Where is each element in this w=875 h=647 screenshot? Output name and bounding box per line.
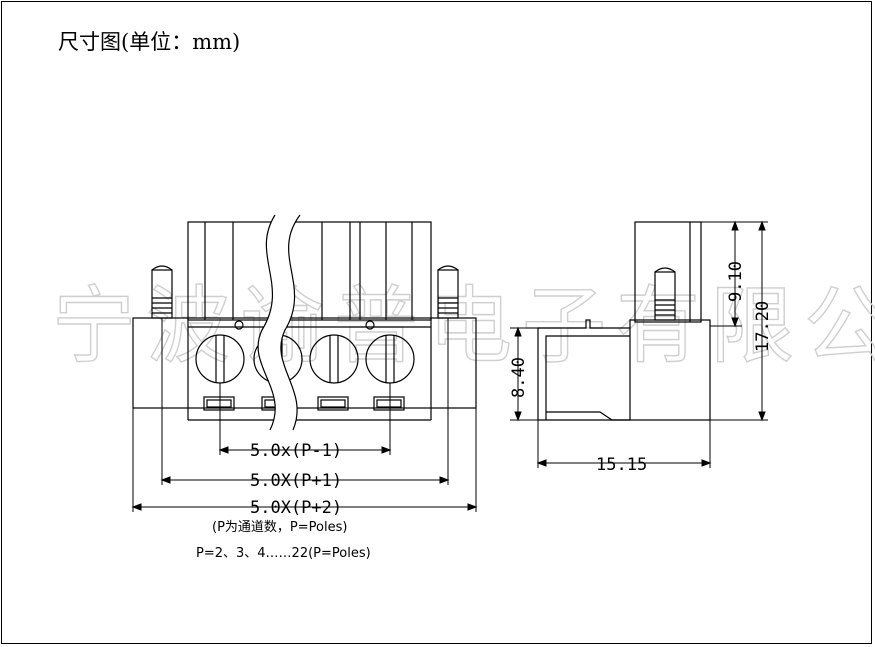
side-dimensions <box>510 220 768 468</box>
side-plug <box>634 221 702 323</box>
watermark-text: 宁波谕普电子有限公司 <box>52 277 875 375</box>
dim-plug-height: 9.10 <box>726 261 746 302</box>
front-dimensions <box>131 318 478 512</box>
dim-pitch-inner: 5.0x(P-1) <box>250 441 342 461</box>
wire-slot-1 <box>203 396 235 411</box>
poles-note: (P为通道数，P=Poles) <box>212 520 347 535</box>
wire-slot-4 <box>373 396 405 411</box>
drawing-title: 尺寸图(单位：mm) <box>58 30 241 54</box>
wire-slot-3 <box>317 396 349 411</box>
break-gap <box>258 215 300 430</box>
dim-pitch-mid: 5.0X(P+1) <box>250 471 342 491</box>
dim-depth: 15.15 <box>596 455 647 475</box>
dim-total-height: 17.20 <box>753 301 773 352</box>
poles-range-note: P=2、3、4……22(P=Poles) <box>196 546 371 561</box>
plug-body <box>187 221 432 321</box>
break-line-left <box>257 214 276 431</box>
side-view <box>537 221 711 421</box>
terminal-screw-3 <box>309 334 359 384</box>
header-body <box>132 317 477 409</box>
dim-pitch-outer: 5.0X(P+2) <box>250 498 342 518</box>
break-line-right <box>280 214 301 431</box>
dim-body-height: 8.40 <box>509 357 529 398</box>
